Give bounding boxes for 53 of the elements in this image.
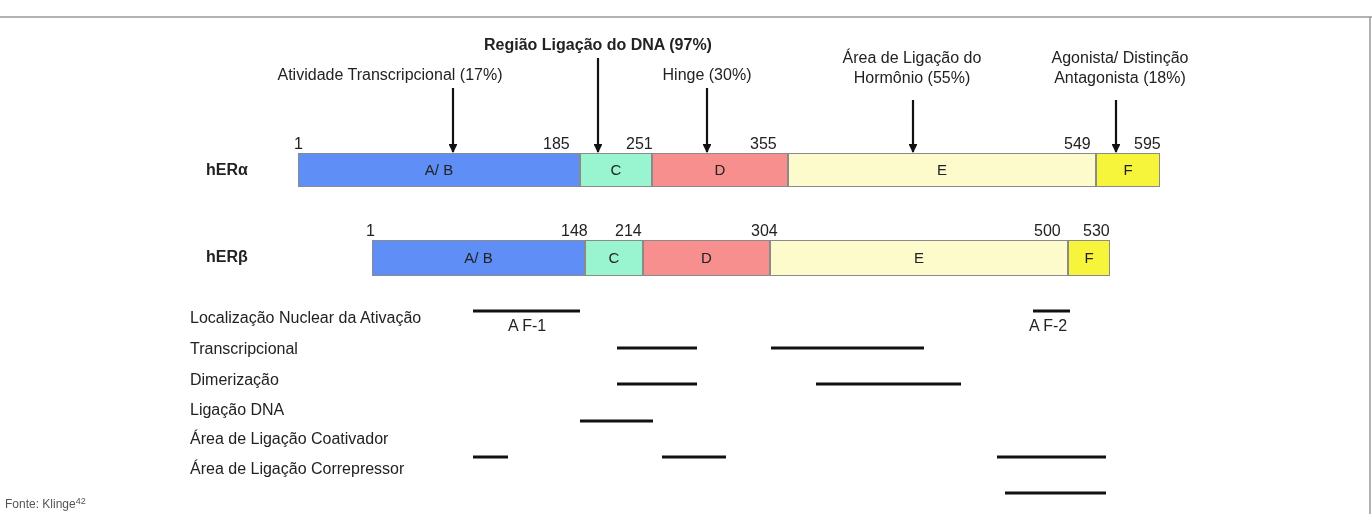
row-label: Área de Ligação Correpressor <box>190 459 405 479</box>
receptor-label: hERα <box>206 160 248 180</box>
domain-name: C <box>608 247 620 268</box>
row-label: Dimerização <box>190 370 279 390</box>
position-number: 355 <box>750 134 777 154</box>
annotation-text: Hinge (30%) <box>645 64 769 86</box>
position-number: 185 <box>543 134 570 154</box>
position-number: 500 <box>1034 221 1061 241</box>
position-number: 214 <box>615 221 642 241</box>
domain-name: A/ B <box>424 159 454 180</box>
domain-name: F <box>1084 247 1094 268</box>
position-number: 251 <box>626 134 653 154</box>
domain-segment <box>1068 240 1110 276</box>
domain-label: A F-2 <box>1029 316 1068 336</box>
position-number: 595 <box>1134 134 1161 154</box>
arrow <box>908 100 918 153</box>
domain-name: A/ B <box>464 247 493 268</box>
domain-segment <box>652 153 788 187</box>
domain-name: E <box>914 247 924 268</box>
annotation-text: Agonista/ Distinção Antagonista (18%) <box>1030 38 1210 98</box>
domain-name: E <box>937 159 947 180</box>
domain-segment <box>585 240 643 276</box>
row-label: Área de Ligação Coativador <box>190 429 389 449</box>
arrow <box>448 88 458 153</box>
row-label: Localização Nuclear da Ativação <box>190 308 422 328</box>
domain-segment <box>788 153 1096 187</box>
position-number: 1 <box>366 221 375 241</box>
position-number: 549 <box>1064 134 1091 154</box>
domain-segment <box>298 153 580 187</box>
annotation-text: Região Ligação do DNA (97%) <box>478 34 718 56</box>
domain-segment <box>372 240 585 276</box>
receptor-label: hERβ <box>206 247 248 267</box>
domain-segment <box>580 153 652 187</box>
domain-segment <box>1096 153 1160 187</box>
position-number: 304 <box>751 221 778 241</box>
domain-name: D <box>714 159 726 180</box>
position-number: 530 <box>1083 221 1110 241</box>
position-number: 148 <box>561 221 588 241</box>
domain-name: C <box>610 159 622 180</box>
domain-name: D <box>701 247 712 268</box>
arrow <box>593 58 603 153</box>
domain-name: F <box>1123 159 1133 180</box>
position-number: 1 <box>294 134 303 154</box>
source-note: Fonte: Klinge$^{42}$ <box>5 494 86 513</box>
domain-segment <box>643 240 770 276</box>
row-label: Ligação DNA <box>190 400 285 420</box>
arrow <box>702 88 712 153</box>
annotation-text: Área de Ligação do Hormônio (55%) <box>820 38 1004 98</box>
annotation-text: Atividade Transcripcional (17%) <box>250 64 530 86</box>
domain-segment <box>770 240 1068 276</box>
arrow <box>1111 100 1121 153</box>
domain-label: A F-1 <box>508 316 547 336</box>
row-label: Transcripcional <box>190 339 298 359</box>
